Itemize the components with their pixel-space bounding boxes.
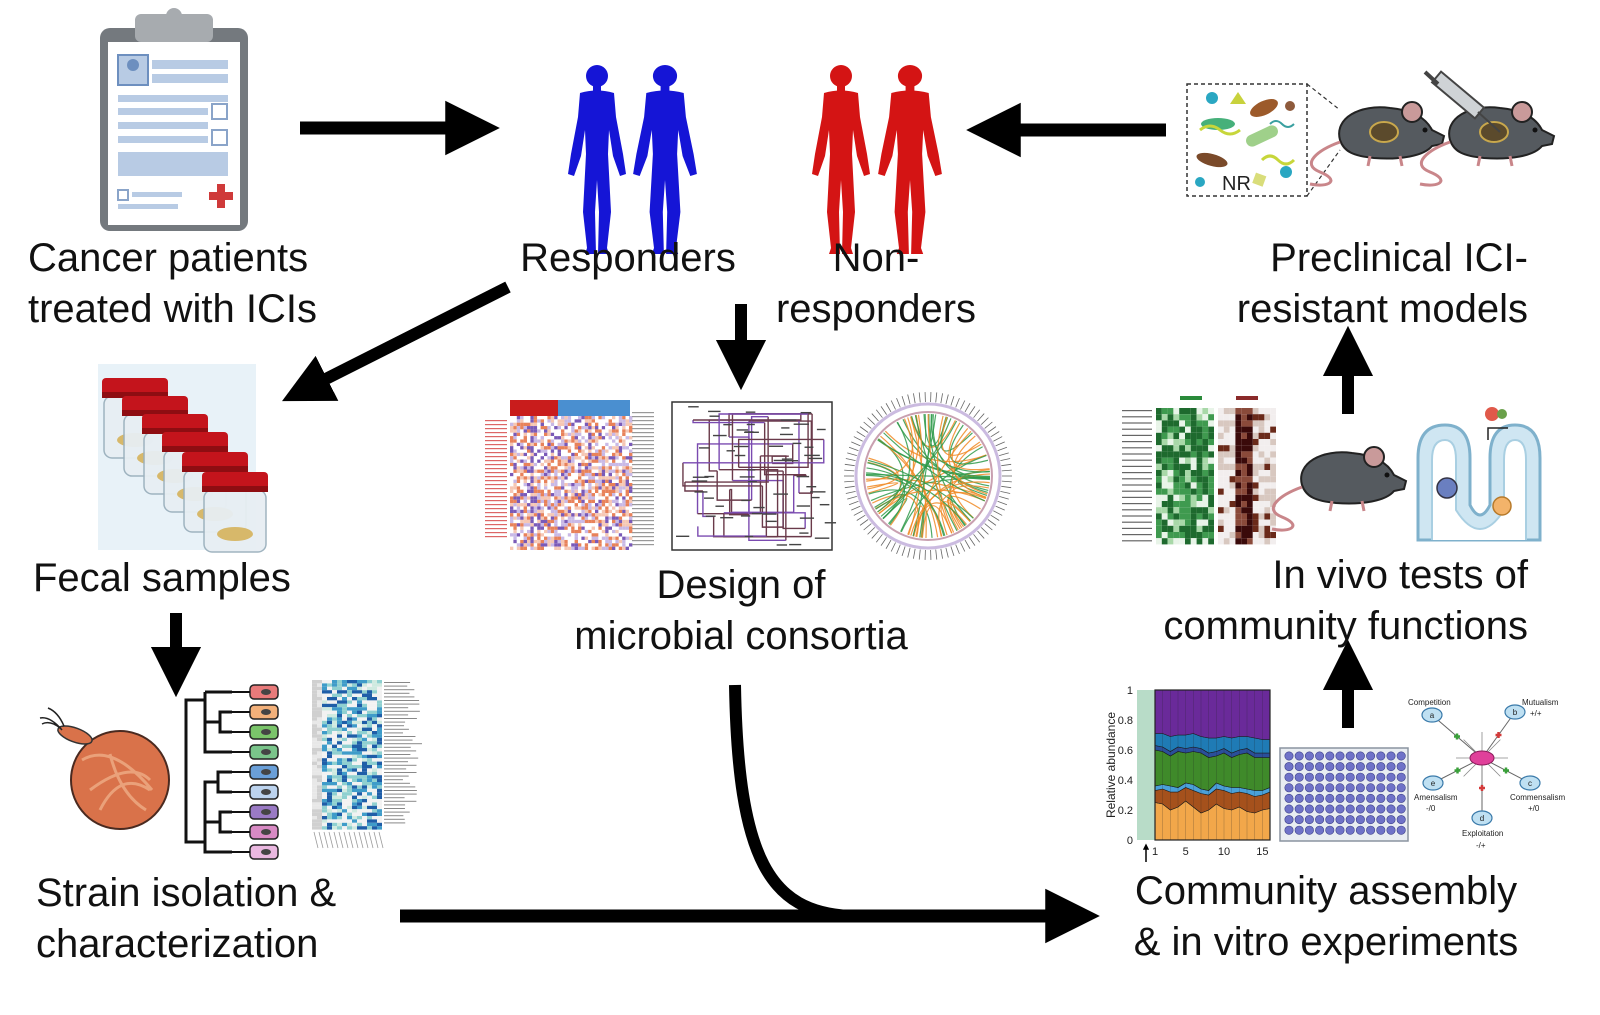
syringe-icon <box>1423 70 1501 133</box>
x-tick-label: 15 <box>1256 846 1268 858</box>
circos-plot-figure <box>844 392 1012 560</box>
commensalism-label: Commensalism <box>1510 793 1565 802</box>
mutualism-sign: +/+ <box>1530 709 1542 718</box>
network-node <box>1471 810 1493 826</box>
label-responders: Responders <box>520 236 736 280</box>
interaction-sign-mark <box>1479 785 1485 791</box>
inoculum-bar <box>1137 690 1155 840</box>
fecal-jars-icon <box>98 364 269 553</box>
label-strain-isolation: Strain isolation &characterization <box>36 871 337 966</box>
flow-arrows <box>150 100 1374 944</box>
network-node <box>1421 707 1443 723</box>
x-tick-label: 10 <box>1218 846 1230 858</box>
exploitation-sign: -/+ <box>1476 841 1486 850</box>
interaction-sign-mark <box>1503 767 1509 774</box>
heatmap-figure <box>485 400 654 550</box>
interaction-sign-mark <box>1454 767 1461 774</box>
area-series-6 <box>1154 689 1271 740</box>
y-axis-label: Relative abundance <box>1104 712 1118 818</box>
nr-tag: NR <box>1222 173 1251 195</box>
y-tick-label: 0 <box>1127 835 1133 847</box>
responder-female-icon <box>568 65 626 254</box>
preclinical-microbes-inset: NR <box>1186 83 1341 197</box>
network-node-label: a <box>1430 711 1435 720</box>
x-tick-label: 5 <box>1183 846 1189 858</box>
y-tick-label: 0.4 <box>1118 775 1133 787</box>
y-tick-label: 0.8 <box>1118 715 1133 727</box>
arrow-responders-to-fecal <box>282 281 511 402</box>
x-tick-label: 1 <box>1152 846 1158 858</box>
phylogenetic-tree-icon <box>184 684 279 860</box>
amensalism-label: Amensalism <box>1414 793 1458 802</box>
competition-label: Competition <box>1408 698 1451 707</box>
mouse-invivo-icon <box>1270 445 1408 532</box>
mouse-injected-icon <box>1418 100 1556 187</box>
network-hub <box>1469 750 1495 766</box>
network-node <box>1504 704 1526 720</box>
network-node-label: b <box>1513 708 1518 717</box>
commensalism-sign: +/0 <box>1528 804 1540 813</box>
mouse-icon <box>1308 100 1446 187</box>
intestine-crypt-icon <box>1416 407 1542 542</box>
responders-figures <box>568 65 697 254</box>
network-node-label: d <box>1480 814 1484 823</box>
non-responder-male-icon <box>878 65 942 254</box>
network-node-label: c <box>1528 779 1532 788</box>
network-node <box>1422 775 1444 791</box>
label-non-responders: Non-responders <box>775 236 977 331</box>
network-node-label: e <box>1431 779 1436 788</box>
label-fecal-samples: Fecal samples <box>33 556 291 600</box>
interaction-sign-mark <box>1495 732 1502 738</box>
non-responder-female-icon <box>812 65 870 254</box>
petri-dish-icon <box>39 707 170 830</box>
responder-male-icon <box>633 65 697 254</box>
y-tick-label: 0.2 <box>1118 805 1133 817</box>
non-responders-figures <box>812 65 942 254</box>
strain-heatmap-figure <box>312 680 422 849</box>
green-heatmap-figure <box>1122 396 1276 545</box>
interaction-network-figure: Competition -/- Mutualism +/+ Amensalism… <box>1408 698 1565 850</box>
clipboard-icon <box>100 8 248 231</box>
network-node <box>1519 775 1541 791</box>
interaction-sign-mark <box>1454 733 1460 740</box>
metabolic-map-figure <box>671 401 837 551</box>
well-plate-icon <box>1279 747 1409 842</box>
amensalism-sign: -/0 <box>1426 804 1436 813</box>
label-community-assembly: Community assembly& in vitro experiments <box>1133 869 1519 964</box>
exploitation-label: Exploitation <box>1462 829 1503 838</box>
y-tick-label: 0.6 <box>1118 745 1133 757</box>
y-tick-label: 1 <box>1127 685 1133 697</box>
plot-frame <box>1154 689 1271 841</box>
mutualism-label: Mutualism <box>1522 698 1559 707</box>
label-preclinical-models: Preclinical ICI-resistant models <box>1236 236 1528 331</box>
curve-design-to-community <box>729 684 851 922</box>
